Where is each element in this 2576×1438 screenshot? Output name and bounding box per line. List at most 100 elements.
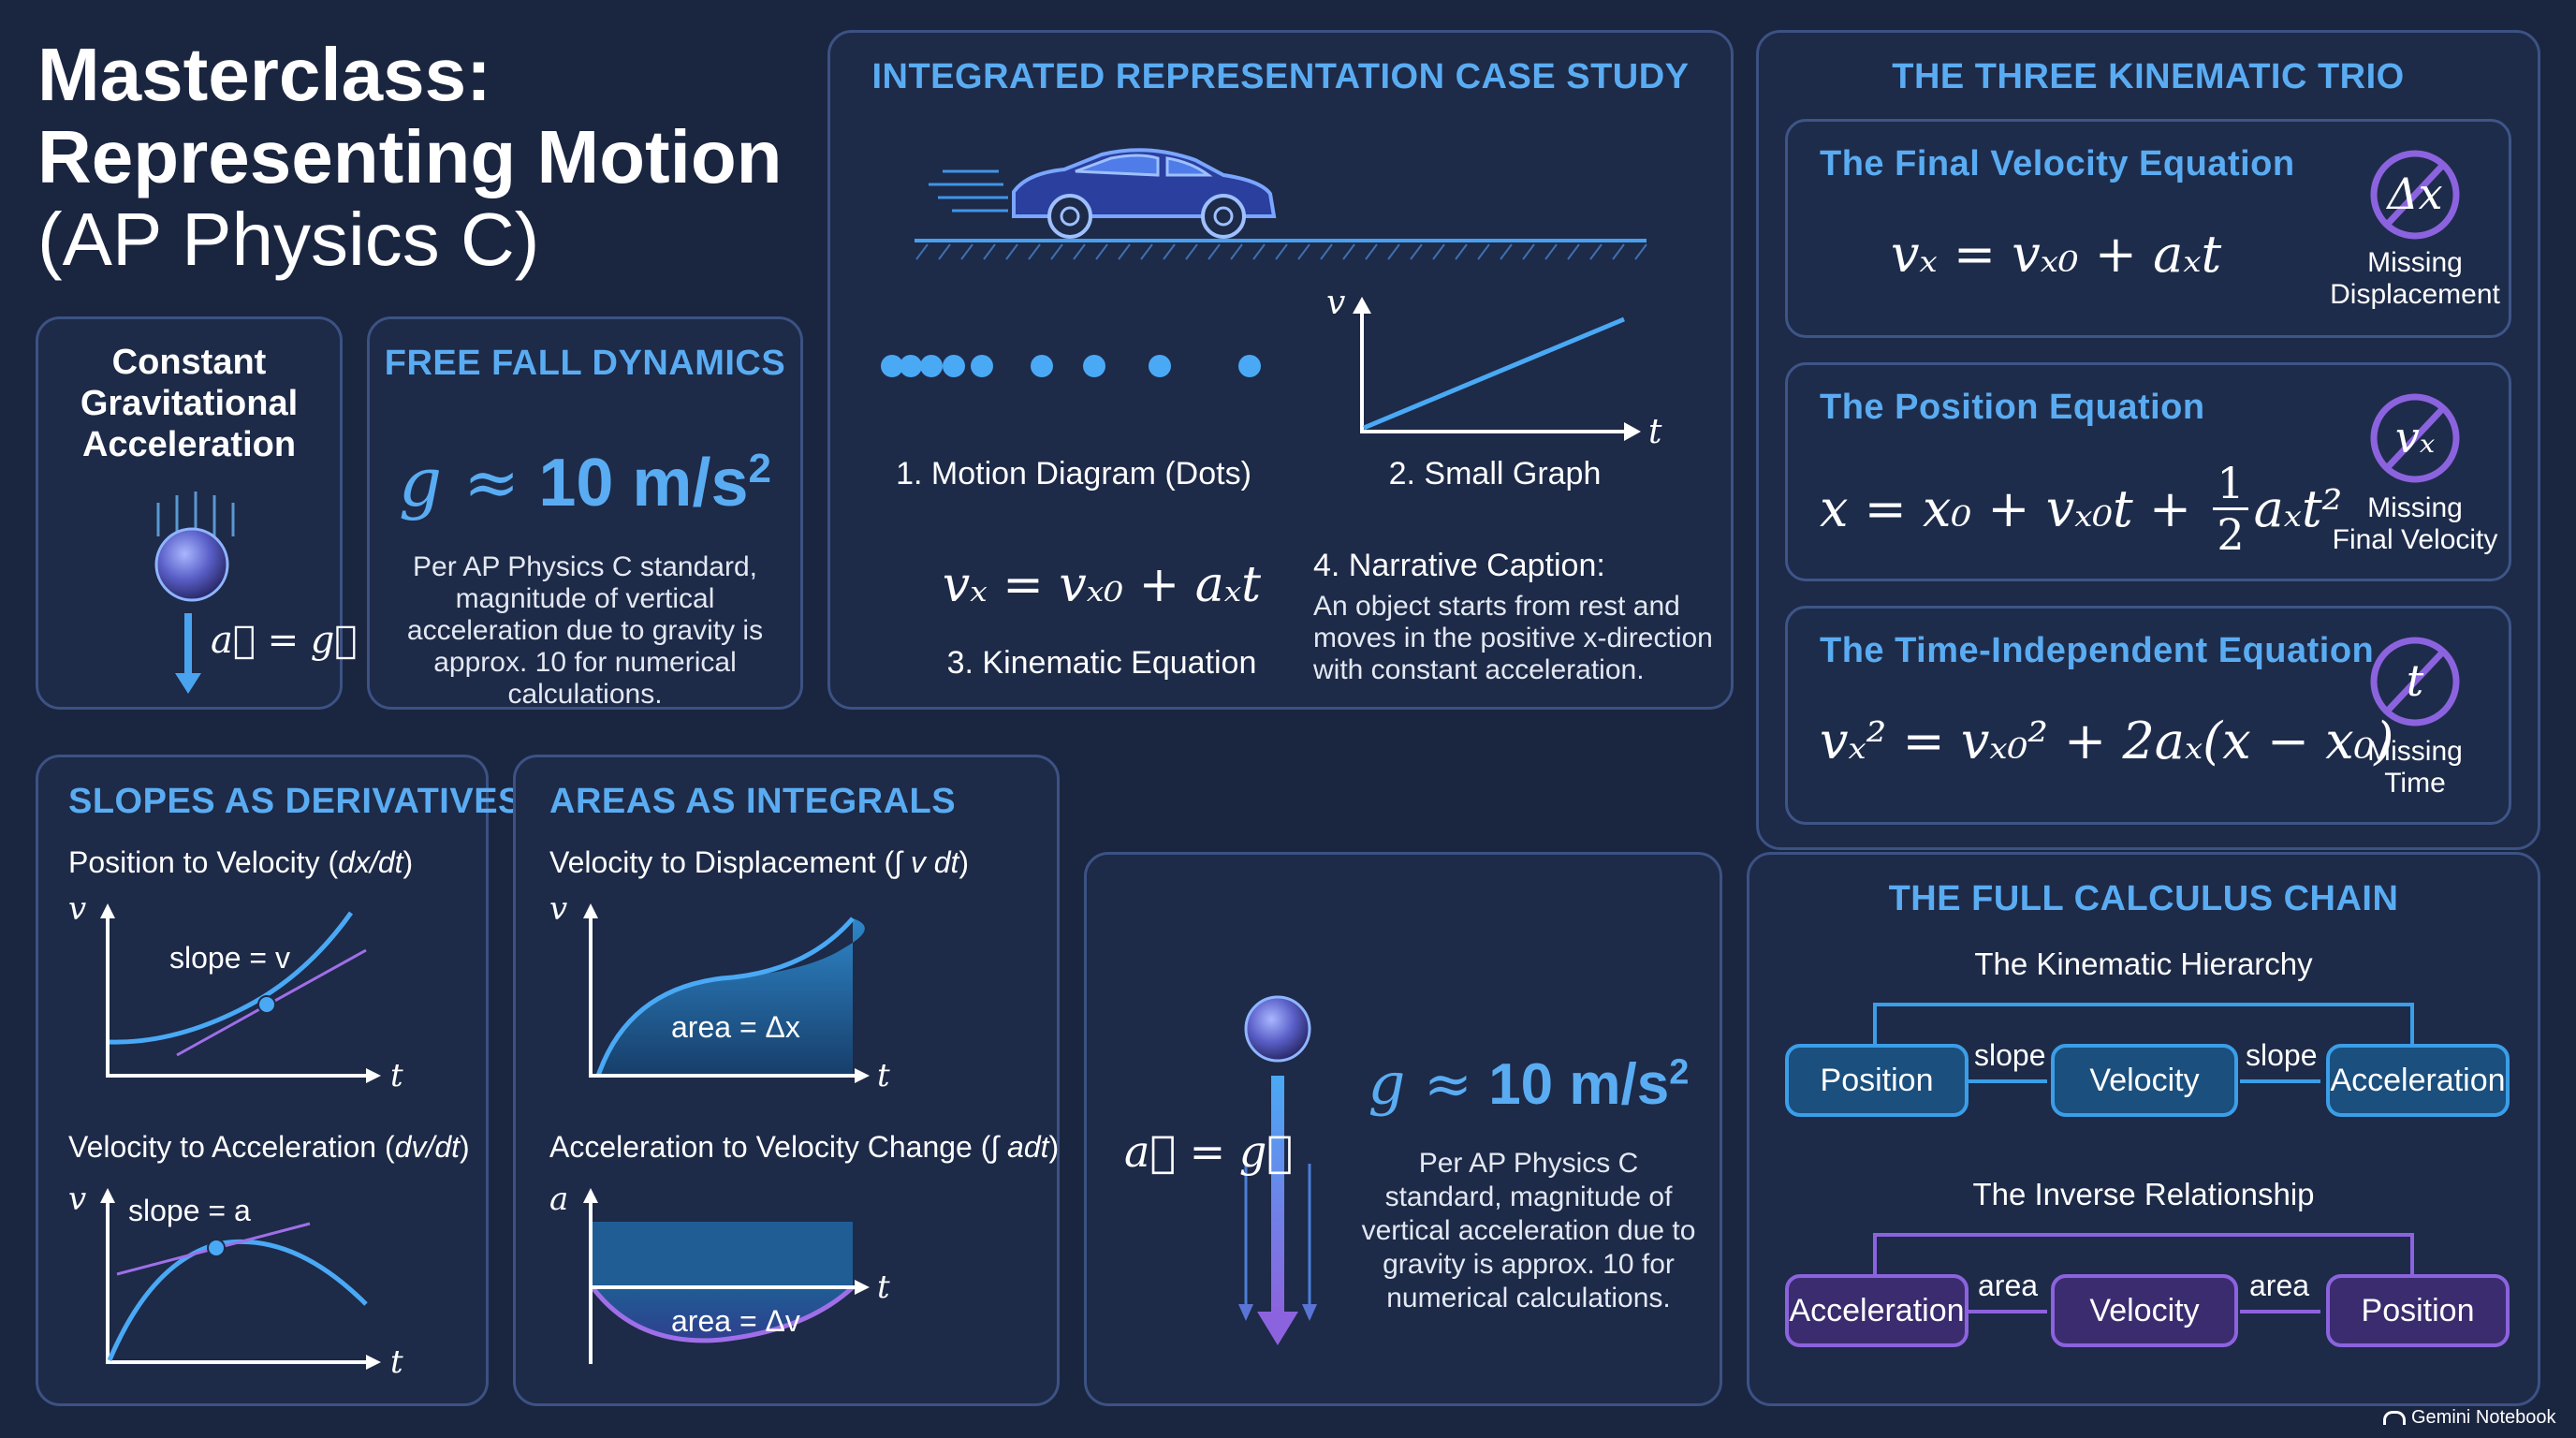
hierarchy-link-label: slope — [2246, 1038, 2318, 1072]
falling-ball-panel: a⃗ = g⃗ g ≈ 10 m/s2 Per AP Physics C sta… — [1084, 852, 1722, 1406]
falling-ball-icon — [154, 492, 235, 694]
areas-graph2-note: area = Δv — [671, 1304, 800, 1338]
motion-dot — [971, 355, 993, 377]
falling-g-value: g ≈ 10 m/s2 — [1368, 1049, 1690, 1118]
hierarchy-link-label: slope — [1974, 1038, 2046, 1072]
slopes-graph1-note: slope = v — [169, 941, 290, 975]
free-fall-panel: FREE FALL DYNAMICS g ≈ 10 m/s2 Per AP Ph… — [367, 316, 803, 710]
trio-item-missing-label: Missing Time — [2367, 736, 2463, 799]
page-title-line3: (AP Physics C) — [37, 198, 540, 281]
slopes-graph2-x: t — [390, 1343, 403, 1381]
free-fall-title: FREE FALL DYNAMICS — [384, 344, 786, 383]
areas-graph2-title: Acceleration to Velocity Change (∫ adt) — [549, 1130, 1060, 1164]
trio-item-title: The Final Velocity Equation — [1820, 144, 2295, 183]
page-title: Masterclass: Representing Motion (AP Phy… — [37, 34, 824, 281]
falling-ball-arrow-icon — [1238, 995, 1317, 1345]
kinematic-trio-title: THE THREE KINEMATIC TRIO — [1892, 57, 2405, 96]
slopes-graph1-x: t — [390, 1057, 403, 1094]
trio-item-position: The Position Equation x = x₀ + vₓ₀t + 1 … — [1785, 362, 2511, 581]
label-kinematic-equation: 3. Kinematic Equation — [946, 645, 1257, 681]
car-icon — [915, 148, 1647, 260]
slopes-panel: SLOPES AS DERIVATIVES Position to Veloci… — [36, 755, 521, 1406]
motion-dot — [943, 355, 965, 377]
trio-item-title: The Time-Independent Equation — [1820, 631, 2375, 670]
slopes-title: SLOPES AS DERIVATIVES — [68, 782, 522, 821]
gravity-vector-label: a⃗ = g⃗ — [211, 619, 358, 662]
inverse-title: The Inverse Relationship — [1972, 1177, 2315, 1211]
hierarchy-connectors — [1873, 1003, 2414, 1313]
caption-text: An object starts from rest and moves in … — [1313, 591, 1713, 685]
missing-final-velocity-icon: vₓ — [2368, 391, 2462, 485]
label-motion-diagram: 1. Motion Diagram (Dots) — [896, 456, 1251, 492]
inverse-box-position: Position — [2326, 1274, 2510, 1347]
areas-panel: AREAS AS INTEGRALS Velocity to Displacem… — [513, 755, 1060, 1406]
motion-dot — [1083, 355, 1105, 377]
areas-title: AREAS AS INTEGRALS — [549, 782, 957, 821]
falling-vector-label: a⃗ = g⃗ — [1124, 1126, 1293, 1177]
areas-graph1-title: Velocity to Displacement (∫ v dt) — [549, 845, 970, 879]
trio-item-equation: vₓ = vₓ₀ + aₓt — [1891, 225, 2222, 284]
trio-item-time-independent: The Time-Independent Equation vₓ² = vₓ₀²… — [1785, 606, 2511, 825]
slopes-graph2 — [100, 1188, 381, 1370]
gemini-notebook-icon — [2383, 1411, 2406, 1425]
free-fall-g-value: g ≈ 10 m/s2 — [399, 443, 771, 521]
calculus-chain-title: THE FULL CALCULUS CHAIN — [1888, 879, 2399, 918]
label-small-graph: 2. Small Graph — [1388, 456, 1602, 492]
tangent-point — [257, 995, 276, 1014]
slopes-graph2-note: slope = a — [128, 1194, 251, 1227]
areas-graph1 — [583, 903, 870, 1083]
trio-item-missing-label: Missing Displacement — [2330, 247, 2500, 310]
motion-dot — [881, 355, 903, 377]
areas-graph1-y: v — [549, 890, 568, 928]
hierarchy-box-velocity: Velocity — [2051, 1044, 2238, 1117]
motion-dot — [1238, 355, 1261, 377]
slopes-graph2-title: Velocity to Acceleration (dv/dt) — [68, 1130, 470, 1164]
areas-graph2-y: a — [549, 1181, 569, 1218]
slopes-graph1 — [100, 903, 381, 1083]
hierarchy-title: The Kinematic Hierarchy — [1974, 946, 2313, 981]
motion-dot — [1149, 355, 1171, 377]
kinematic-trio-panel: THE THREE KINEMATIC TRIO The Final Veloc… — [1756, 30, 2540, 850]
inverse-link-label: area — [1978, 1269, 2039, 1302]
motion-dot — [920, 355, 943, 377]
missing-time-icon: t — [2368, 635, 2462, 728]
page-title-line2: Representing Motion — [37, 115, 783, 198]
case-study-title: INTEGRATED REPRESENTATION CASE STUDY — [871, 57, 1690, 96]
areas-graph1-x: t — [877, 1057, 890, 1094]
calculus-chain-panel: THE FULL CALCULUS CHAIN The Kinematic Hi… — [1747, 852, 2540, 1406]
inverse-box-acceleration: Acceleration — [1785, 1274, 1969, 1347]
gravity-card: Constant Gravitational Acceleration a⃗ =… — [36, 316, 357, 710]
small-graph-y-axis: v — [1326, 284, 1346, 322]
areas-graph2-x: t — [877, 1269, 890, 1306]
slopes-graph2-y: v — [68, 1181, 87, 1218]
trio-item-missing-label: Missing Final Velocity — [2332, 492, 2498, 555]
areas-graph1-note: area = Δx — [671, 1010, 800, 1044]
footer-brand: Gemini Notebook — [2383, 1407, 2556, 1429]
small-vt-graph — [1353, 297, 1641, 441]
motion-dot — [900, 355, 922, 377]
tangent-point — [207, 1239, 226, 1257]
slopes-graph1-title: Position to Velocity (dx/dt) — [68, 845, 414, 879]
hierarchy-box-position: Position — [1785, 1044, 1969, 1117]
free-fall-description: Per AP Physics C standard, magnitude of … — [406, 551, 764, 710]
small-graph-x-axis: t — [1648, 413, 1662, 451]
motion-diagram-dots — [881, 355, 1261, 377]
caption-title: 4. Narrative Caption: — [1313, 548, 1605, 583]
fraction-one-half: 1 2 — [2213, 459, 2248, 559]
motion-dot — [1031, 355, 1053, 377]
inverse-link-label: area — [2249, 1269, 2310, 1302]
areas-graph2 — [583, 1188, 870, 1364]
missing-displacement-icon: Δx — [2368, 148, 2462, 242]
case-study-panel: INTEGRATED REPRESENTATION CASE STUDY — [827, 30, 1734, 710]
trio-item-final-velocity: The Final Velocity Equation vₓ = vₓ₀ + a… — [1785, 119, 2511, 338]
page-title-line1: Masterclass: — [37, 33, 491, 116]
trio-item-equation: x = x₀ + vₓ₀t + 1 2 aₓt² — [1820, 458, 2343, 560]
falling-description: Per AP Physics C standard, magnitude of … — [1361, 1148, 1696, 1313]
hierarchy-box-acceleration: Acceleration — [2326, 1044, 2510, 1117]
gravity-card-title: Constant Gravitational Acceleration — [80, 343, 299, 464]
case-study-equation: vₓ = vₓ₀ + aₓt — [942, 557, 1262, 613]
trio-item-equation: vₓ² = vₓ₀² + 2aₓ(x − x₀) — [1820, 712, 2394, 770]
slopes-graph1-y: v — [68, 890, 87, 928]
trio-item-title: The Position Equation — [1820, 388, 2205, 427]
inverse-box-velocity: Velocity — [2051, 1274, 2238, 1347]
